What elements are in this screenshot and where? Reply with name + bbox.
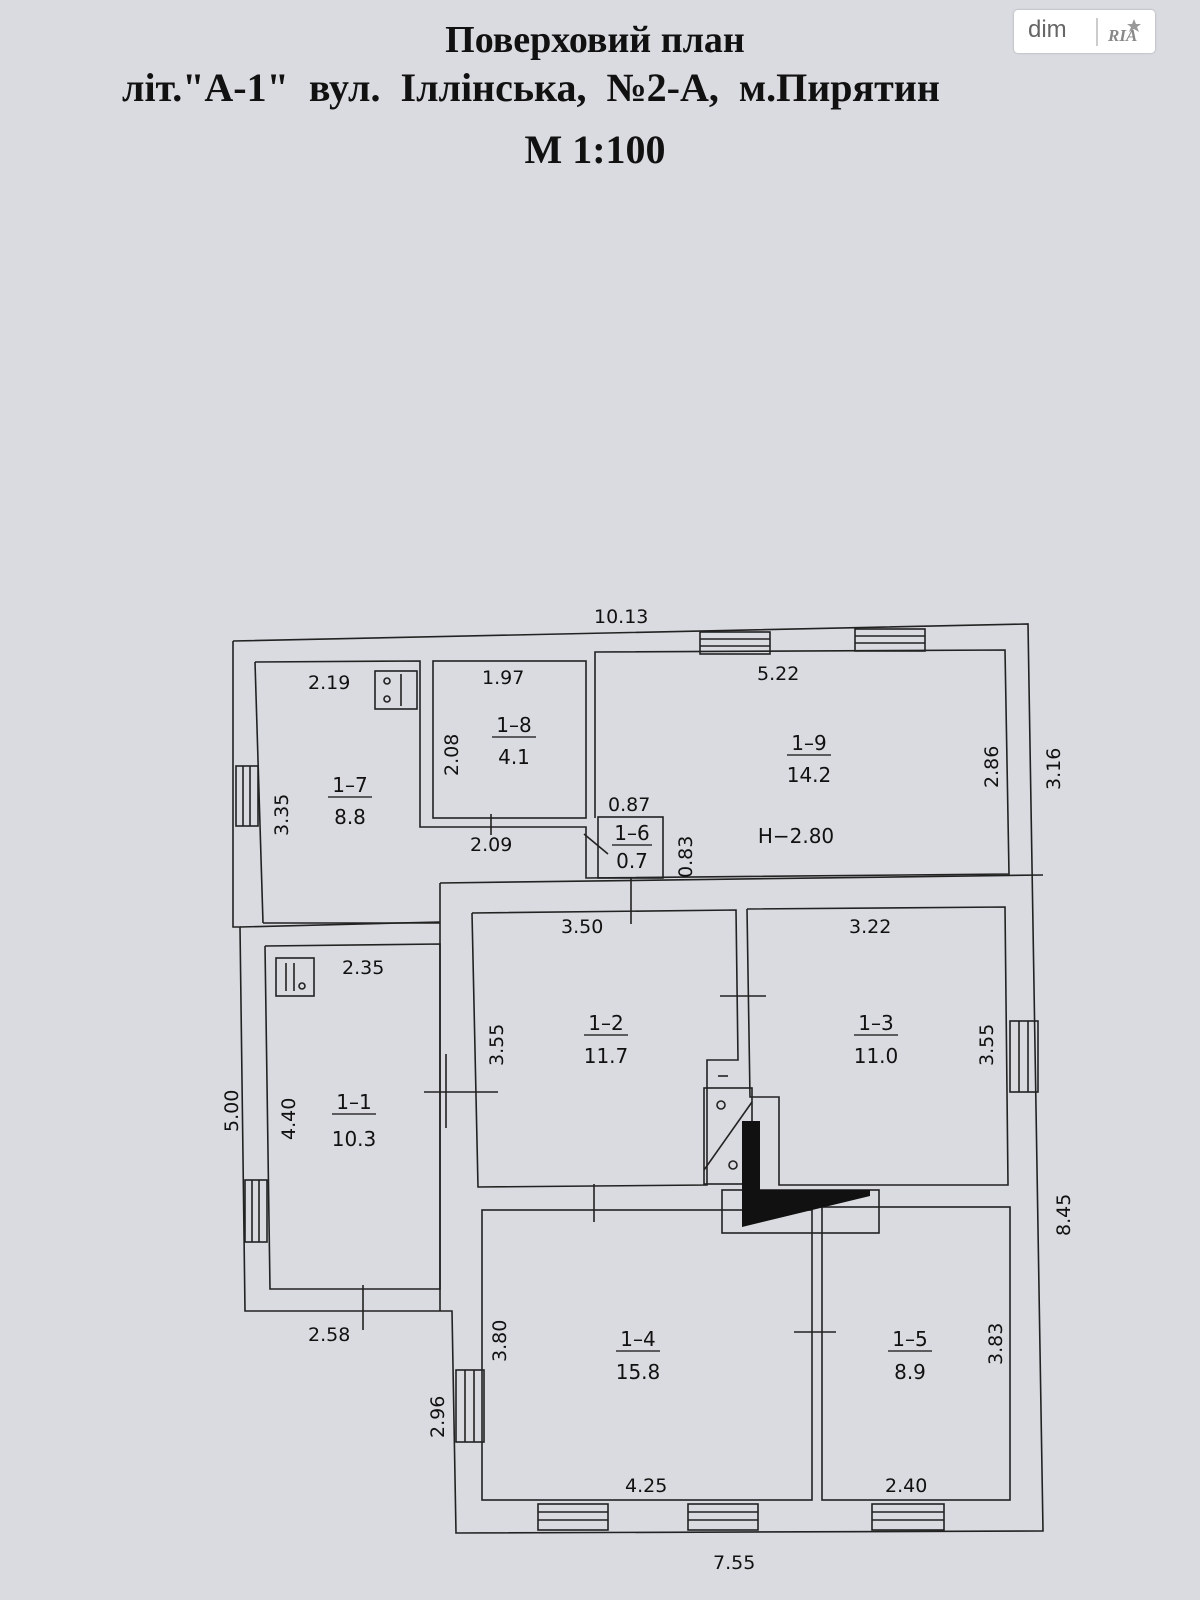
dim-left-lower: 2.96 [427, 1396, 449, 1438]
room-label-1-1: 1–1 10.3 [332, 1090, 377, 1151]
room-label-1-8: 1–8 4.1 [492, 713, 536, 769]
plan-title: Поверховий план [445, 19, 745, 61]
svg-text:1–6: 1–6 [614, 821, 649, 845]
dim-r8-bottom: 2.09 [470, 834, 512, 856]
room-label-1-6: 1–6 0.7 [612, 821, 652, 873]
svg-text:4.1: 4.1 [498, 745, 530, 769]
room-label-1-2: 1–2 11.7 [584, 1011, 629, 1068]
window-left-3 [455, 1369, 485, 1443]
window-left-2 [244, 1179, 268, 1243]
door-marks [362, 814, 836, 1333]
room-1-4-outline [481, 1209, 813, 1501]
dim-r3-height: 3.55 [976, 1024, 998, 1066]
stove-diagonal [703, 1101, 753, 1171]
dim-left-total: 5.00 [221, 1090, 243, 1132]
stove-burner [716, 1100, 726, 1110]
svg-text:10.3: 10.3 [332, 1127, 377, 1151]
ceiling-height-label: Н−2.80 [758, 824, 834, 848]
room-label-1-9: 1–9 14.2 [787, 731, 832, 787]
stove-burner [728, 1160, 738, 1170]
svg-text:1–8: 1–8 [496, 713, 531, 737]
svg-text:1–7: 1–7 [332, 773, 367, 797]
svg-text:1–3: 1–3 [858, 1011, 893, 1035]
wall-line [254, 661, 264, 924]
ria-logo-icon: RIA [1107, 19, 1141, 45]
svg-text:11.0: 11.0 [854, 1044, 899, 1068]
dim-r2-width: 3.50 [561, 916, 603, 938]
svg-text:1–2: 1–2 [588, 1011, 623, 1035]
plan-address: літ."А-1" вул. Іллінська, №2-А, м.Пиряти… [122, 65, 940, 110]
dim-r8-width: 1.97 [482, 667, 524, 689]
dim-r6-height: 0.83 [675, 836, 697, 878]
window-top-1 [699, 631, 771, 655]
outer-wall [232, 623, 1044, 1534]
svg-text:8.8: 8.8 [334, 805, 366, 829]
dim-right-upper: 3.16 [1043, 748, 1065, 790]
plan-scale: М 1:100 [524, 127, 666, 172]
svg-text:14.2: 14.2 [787, 763, 832, 787]
svg-text:1–1: 1–1 [336, 1090, 371, 1114]
dim-r3-width: 3.22 [849, 916, 891, 938]
dim-right-total: 8.45 [1053, 1194, 1075, 1236]
dim-r1-height: 4.40 [278, 1098, 300, 1140]
dim-top-total: 10.13 [594, 606, 648, 628]
window-bottom-3 [871, 1503, 945, 1531]
svg-text:0.7: 0.7 [616, 849, 648, 873]
stove-icon [275, 957, 315, 997]
svg-text:1–9: 1–9 [791, 731, 826, 755]
dim-r5-height: 3.83 [985, 1323, 1007, 1365]
room-1-8-outline [432, 660, 587, 819]
dim-r6-width: 0.87 [608, 794, 650, 816]
window-top-2 [854, 628, 926, 652]
window-bottom-1 [537, 1503, 609, 1531]
wall-line [439, 874, 1044, 884]
room-label-1-7: 1–7 8.8 [328, 773, 372, 829]
dim-r4-height: 3.80 [489, 1320, 511, 1362]
window-bottom-2 [687, 1503, 759, 1531]
room-label-1-5: 1–5 8.9 [888, 1327, 932, 1384]
dim-r5-width: 2.40 [885, 1475, 927, 1497]
dim-r4-width: 4.25 [625, 1475, 667, 1497]
room-label-1-4: 1–4 15.8 [616, 1327, 661, 1384]
inner-wall-top [254, 649, 1010, 879]
room-label-1-3: 1–3 11.0 [854, 1011, 899, 1068]
svg-text:15.8: 15.8 [616, 1360, 661, 1384]
dim-r1-width: 2.35 [342, 957, 384, 979]
svg-text:1–4: 1–4 [620, 1327, 655, 1351]
watermark-divider [1096, 18, 1098, 46]
window-right-1 [1009, 1020, 1039, 1093]
svg-text:RIA: RIA [1107, 26, 1137, 45]
dim-r9-height: 2.86 [981, 746, 1003, 788]
svg-text:8.9: 8.9 [894, 1360, 926, 1384]
dimria-watermark: dim RIA [1014, 10, 1155, 53]
svg-text:1–5: 1–5 [892, 1327, 927, 1351]
boiler-icon [374, 670, 418, 710]
window-left-1 [235, 765, 259, 827]
watermark-brand: dim [1028, 16, 1067, 43]
dim-r8-height: 2.08 [441, 734, 463, 776]
dim-bottom-total: 7.55 [713, 1552, 755, 1574]
dim-r2-height: 3.55 [486, 1024, 508, 1066]
room-1-5-outline [821, 1206, 1011, 1501]
dim-r7-height: 3.35 [271, 794, 293, 836]
dim-r7-width: 2.19 [308, 672, 350, 694]
room-1-3-outline [746, 906, 1009, 1186]
dim-r1-bottom: 2.58 [308, 1324, 350, 1346]
svg-text:11.7: 11.7 [584, 1044, 629, 1068]
room-1-1-outline [264, 943, 441, 1290]
chimney-fill [742, 1121, 870, 1227]
room-1-2-outline [471, 909, 739, 1188]
dim-r9-width: 5.22 [757, 663, 799, 685]
